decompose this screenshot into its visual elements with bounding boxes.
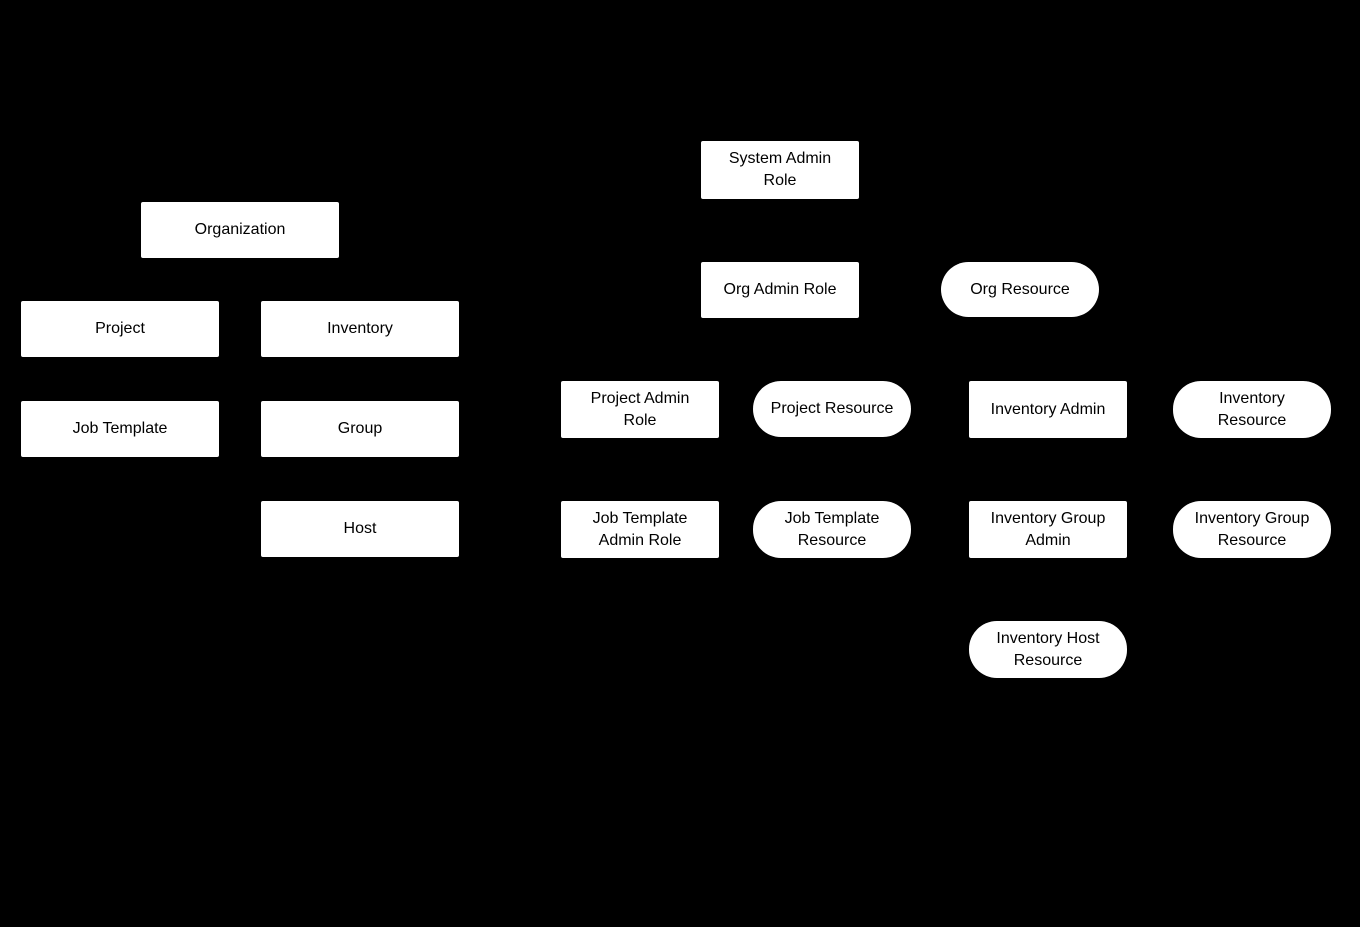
node-org-admin-role: Org Admin Role	[701, 262, 859, 318]
node-inventory-group-resource: Inventory Group Resource	[1173, 501, 1331, 558]
node-system-admin-role: System Admin Role	[701, 141, 859, 199]
node-org-resource: Org Resource	[941, 262, 1099, 317]
node-project: Project	[21, 301, 219, 357]
node-inventory-host-resource: Inventory Host Resource	[969, 621, 1127, 678]
node-project-resource: Project Resource	[753, 381, 911, 437]
node-organization: Organization	[141, 202, 339, 258]
node-inventory-group-admin: Inventory Group Admin	[969, 501, 1127, 558]
node-inventory-resource: Inventory Resource	[1173, 381, 1331, 438]
node-group: Group	[261, 401, 459, 457]
node-inventory: Inventory	[261, 301, 459, 357]
node-inventory-admin: Inventory Admin	[969, 381, 1127, 438]
node-project-admin-role: Project Admin Role	[561, 381, 719, 438]
node-host: Host	[261, 501, 459, 557]
node-job-template: Job Template	[21, 401, 219, 457]
node-job-template-admin-role: Job Template Admin Role	[561, 501, 719, 558]
node-job-template-resource: Job Template Resource	[753, 501, 911, 558]
